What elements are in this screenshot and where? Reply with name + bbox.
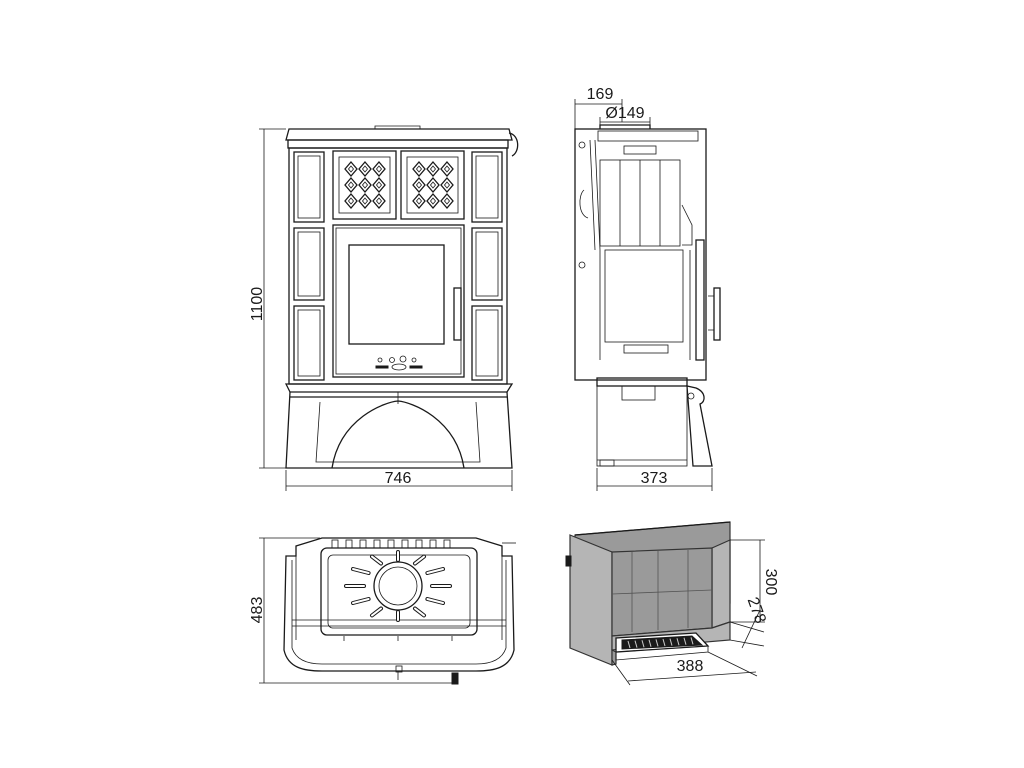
top-view <box>283 537 516 685</box>
diamond-motif <box>426 161 440 177</box>
diamond-motif <box>372 177 386 193</box>
firebox-3d-view <box>565 521 731 666</box>
vent-slot <box>415 539 423 549</box>
diamond-motif-inner <box>375 197 383 205</box>
grate-bar <box>627 640 631 649</box>
diamond-motif <box>344 177 358 193</box>
top-depth-dimension: 483 <box>249 537 452 684</box>
vent-slot <box>429 539 437 549</box>
diamond-motif-inner <box>429 165 437 173</box>
firebox-height-label: 300 <box>762 569 779 596</box>
sunburst-slot <box>371 607 382 617</box>
grate-bar <box>683 637 687 645</box>
diamond-motif-inner <box>361 181 369 189</box>
diamond-motif <box>358 161 372 177</box>
front-width-dimension: 746 <box>285 470 513 491</box>
side-view <box>574 124 721 467</box>
diamond-motif-inner <box>375 181 383 189</box>
diamond-motif <box>440 161 454 177</box>
front-height-dimension: 1100 <box>249 128 286 469</box>
grate-bar <box>634 640 638 648</box>
flue-offset-dimension: 169 <box>574 86 623 129</box>
firebox-depth-label: 278 <box>744 595 769 626</box>
firebox-width-dimension: 388 <box>611 651 758 686</box>
side-depth-dimension: 373 <box>596 468 713 491</box>
diamond-motif-inner <box>375 165 383 173</box>
diamond-motif <box>426 193 440 209</box>
flue-diameter-dimension: Ø149 <box>599 105 651 127</box>
front-height-label: 1100 <box>249 287 266 322</box>
vent-slots <box>331 539 451 549</box>
sunburst-slots <box>344 550 452 622</box>
vent-slot <box>387 539 395 549</box>
sunburst-slot <box>352 568 370 574</box>
flue-offset-label: 169 <box>587 86 614 103</box>
diamond-motif <box>412 161 426 177</box>
front-view <box>284 125 519 469</box>
diamond-motif <box>344 193 358 209</box>
diamond-motif-inner <box>443 197 451 205</box>
diamond-motif-inner <box>415 165 423 173</box>
diamond-pattern-right <box>412 161 454 209</box>
sunburst-slot <box>414 555 425 565</box>
grate-bar <box>655 639 659 647</box>
vent-slot <box>373 539 381 549</box>
sunburst-slot <box>371 555 382 565</box>
flue-diameter-label: Ø149 <box>605 105 644 122</box>
diamond-motif <box>426 177 440 193</box>
grate-bars <box>627 637 694 649</box>
sunburst-slot <box>414 607 425 617</box>
front-width-label: 746 <box>385 470 412 487</box>
diamond-motif <box>440 177 454 193</box>
vent-slot <box>345 539 353 549</box>
diamond-motif-inner <box>361 165 369 173</box>
top-depth-label: 483 <box>249 597 266 624</box>
diamond-motif <box>358 177 372 193</box>
diamond-motif-inner <box>443 165 451 173</box>
diamond-motif-inner <box>361 197 369 205</box>
vent-slot <box>443 539 451 549</box>
diamond-pattern-left <box>344 161 386 209</box>
diamond-motif-inner <box>443 181 451 189</box>
firebox-height-dimension: 300 <box>730 539 779 623</box>
vent-slot <box>331 539 339 549</box>
side-depth-label: 373 <box>641 470 668 487</box>
diamond-motif-inner <box>429 181 437 189</box>
diamond-motif <box>412 177 426 193</box>
grate-bar <box>648 639 652 647</box>
grate-bar <box>641 640 645 648</box>
sunburst-slot <box>426 568 444 574</box>
diamond-motif-inner <box>415 197 423 205</box>
diamond-motif <box>412 193 426 209</box>
diamond-motif-inner <box>415 181 423 189</box>
diamond-motif <box>358 193 372 209</box>
diamond-motif <box>372 161 386 177</box>
firebox-width-label: 388 <box>677 658 704 675</box>
grate-bar <box>690 637 694 645</box>
sunburst-slot <box>352 598 370 604</box>
diamond-motif <box>372 193 386 209</box>
grate-bar <box>676 638 680 646</box>
diamond-motif-inner <box>347 181 355 189</box>
vent-slot <box>401 539 409 549</box>
vent-slot <box>359 539 367 549</box>
diamond-motif-inner <box>429 197 437 205</box>
diamond-motif <box>440 193 454 209</box>
diamond-motif <box>344 161 358 177</box>
firebox-depth-dimension: 278 <box>729 595 769 649</box>
diamond-motif-inner <box>347 197 355 205</box>
diamond-motif-inner <box>347 165 355 173</box>
grate-bar <box>662 638 666 647</box>
grate-bar <box>669 638 673 646</box>
sunburst-slot <box>426 598 444 604</box>
